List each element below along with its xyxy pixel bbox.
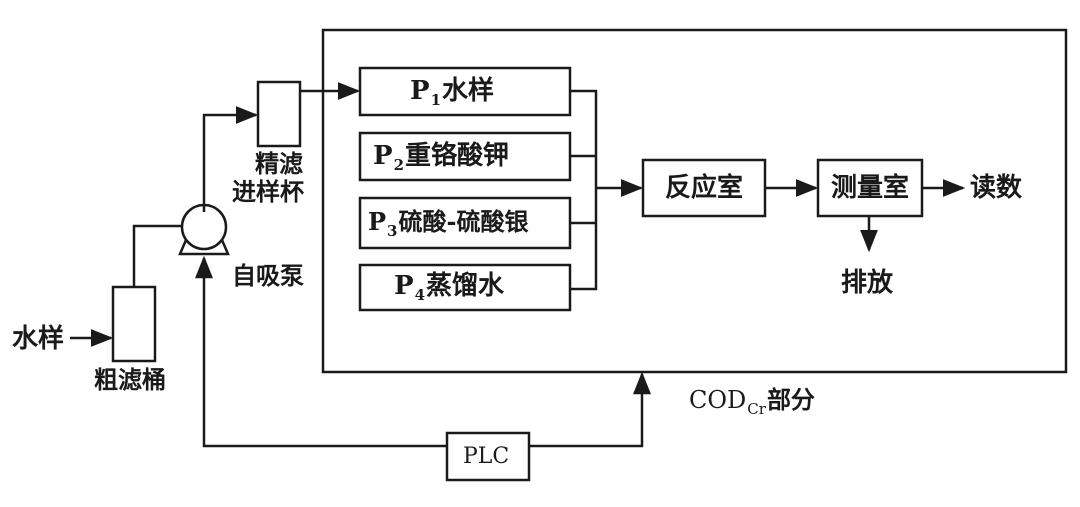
p1-collector-line: [570, 89, 598, 291]
plc-label: PLC: [463, 444, 510, 469]
plc-to-cod-line: [529, 371, 651, 448]
measurement-chamber-label: 测量室: [831, 173, 910, 203]
reaction-chamber-label: 反应室: [665, 173, 744, 203]
water-sample-inlet-label: 水样: [12, 324, 65, 354]
coarse-filter-tank: [111, 285, 157, 363]
reagent-p3-label: P3硫酸-硫酸银: [368, 207, 529, 240]
cod-part-boundary: [321, 28, 1068, 374]
fine-filter-cup: [256, 80, 302, 148]
tank-to-pump-line: [132, 224, 182, 287]
reagent-box-p4: [358, 263, 572, 312]
pump-base: [178, 239, 230, 256]
plc-to-pump-line: [195, 255, 447, 448]
reagent-p2-label: P2重铬酸钾: [373, 141, 510, 174]
self-priming-pump-label: 自吸泵: [232, 261, 304, 290]
reading-label: 读数: [970, 173, 1023, 203]
fine-filter-label-line2: 进样杯: [232, 177, 304, 206]
cod-part-label: CODCr部分: [689, 385, 815, 418]
discharge-label: 排放: [841, 268, 894, 298]
reagent-p1-label: P1水样: [410, 76, 495, 109]
plc-box: [445, 431, 531, 482]
fine-filter-label-line1: 精滤: [255, 149, 303, 178]
coarse-filter-tank-label: 粗滤桶: [94, 365, 166, 394]
pump-to-cup-line: [202, 106, 259, 205]
reagent-p4-label: P4蒸馏水: [394, 271, 505, 304]
